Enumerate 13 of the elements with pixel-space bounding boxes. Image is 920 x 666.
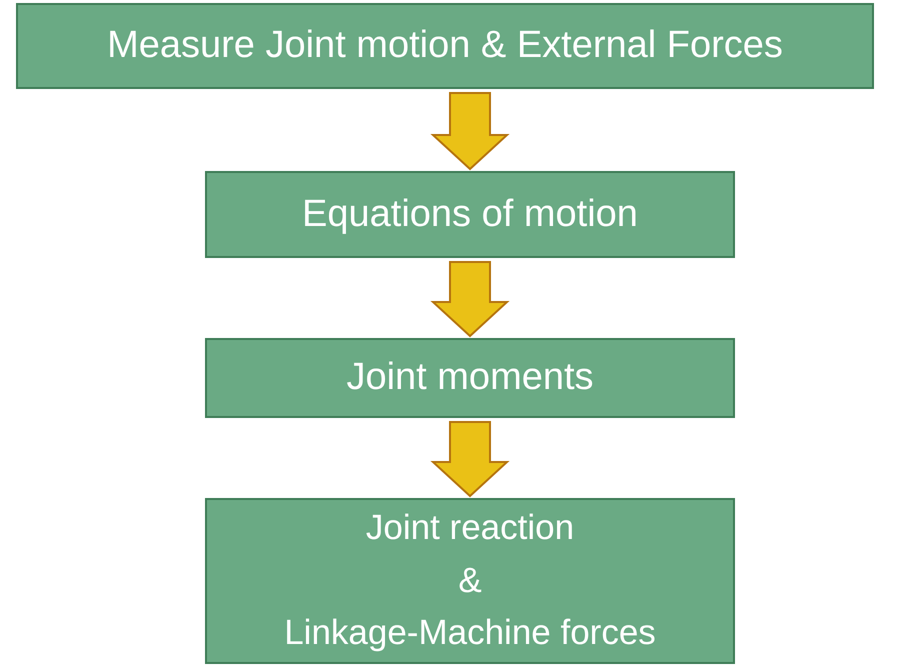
block-arrow [430,92,510,170]
process-box [16,3,874,89]
box-label: Joint reaction [366,507,574,550]
block-arrow [430,421,510,498]
box-label: Measure Joint motion & External Forces [107,23,783,68]
box-label: Joint moments [346,355,594,400]
process-box [205,498,735,664]
box-label: & [458,560,482,602]
box-label: Equations of motion [302,192,638,237]
block-arrow [430,261,510,338]
box-label: Linkage-Machine forces [284,612,656,654]
process-box [205,338,735,418]
process-box [205,171,735,258]
